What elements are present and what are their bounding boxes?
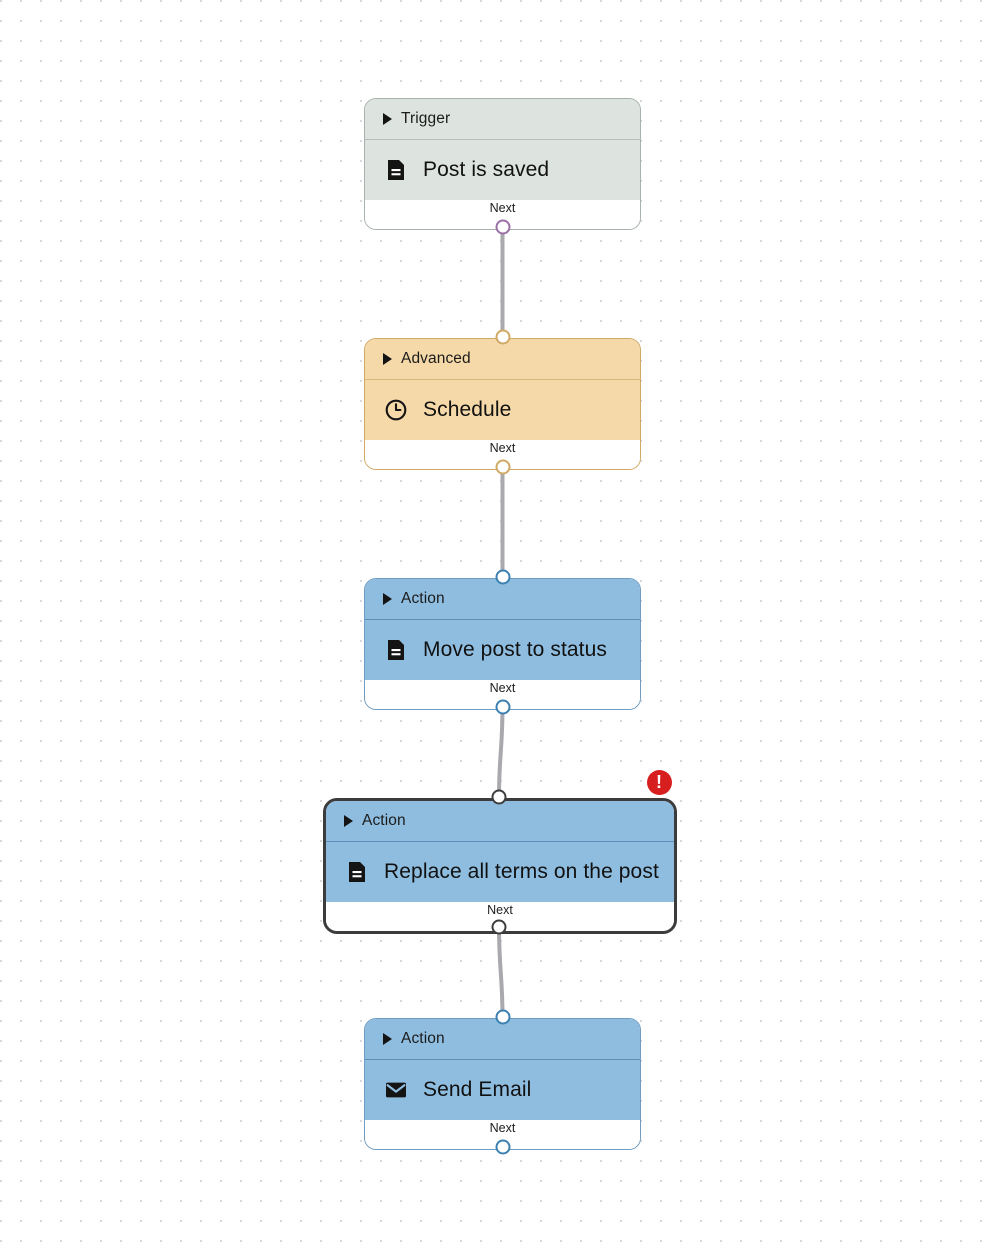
- workflow-node-replace-all-terms-on-the-post[interactable]: Action Replace all terms on the post Nex…: [323, 798, 677, 934]
- workflow-node-advanced[interactable]: Advanced Schedule Next: [364, 338, 641, 470]
- input-port-replace-all-terms[interactable]: [491, 789, 507, 805]
- error-exclamation-icon: !: [656, 771, 662, 792]
- output-port-trigger[interactable]: [495, 219, 510, 235]
- node-header[interactable]: Action: [365, 579, 640, 619]
- node-divider: [365, 379, 640, 380]
- document-icon: [383, 157, 409, 183]
- node-header[interactable]: Action: [365, 1019, 640, 1059]
- node-category-label: Action: [401, 590, 445, 607]
- output-port-send-email[interactable]: [495, 1139, 510, 1155]
- node-category-label: Advanced: [401, 350, 471, 367]
- node-title: Schedule: [423, 398, 512, 421]
- output-port-advanced[interactable]: [495, 459, 510, 475]
- clock-icon: [383, 397, 409, 423]
- workflow-node-send-email[interactable]: Action Send Email Next: [364, 1018, 641, 1150]
- expand-caret-icon[interactable]: [383, 1033, 392, 1045]
- output-port-replace-all-terms[interactable]: [491, 919, 507, 935]
- node-category-label: Action: [362, 812, 406, 829]
- node-header[interactable]: Advanced: [365, 339, 640, 379]
- edge-replace-terms-to-send-email: [497, 926, 505, 1018]
- output-port-move-post-to-status[interactable]: [495, 699, 510, 715]
- document-icon: [383, 637, 409, 663]
- workflow-node-move-post-to-status[interactable]: Action Move post to status Next: [364, 578, 641, 710]
- input-port-advanced[interactable]: [495, 329, 510, 345]
- node-divider: [326, 841, 674, 842]
- edge-move-post-to-replace-terms: [497, 706, 505, 798]
- node-divider: [365, 139, 640, 140]
- node-title: Post is saved: [423, 158, 550, 181]
- expand-caret-icon[interactable]: [383, 353, 392, 365]
- workflow-node-trigger[interactable]: Trigger Post is saved Next: [364, 98, 641, 230]
- node-body[interactable]: Replace all terms on the post: [326, 842, 674, 902]
- input-port-send-email[interactable]: [495, 1009, 510, 1025]
- next-label: Next: [489, 441, 516, 455]
- document-icon: [344, 859, 370, 885]
- node-body[interactable]: Schedule: [365, 380, 640, 440]
- node-title: Move post to status: [423, 638, 607, 661]
- next-label: Next: [489, 681, 516, 695]
- node-header[interactable]: Trigger: [365, 99, 640, 139]
- envelope-icon: [383, 1077, 409, 1103]
- node-category-label: Action: [401, 1030, 445, 1047]
- expand-caret-icon[interactable]: [383, 593, 392, 605]
- node-error-badge[interactable]: !: [646, 769, 672, 795]
- node-divider: [365, 619, 640, 620]
- expand-caret-icon[interactable]: [383, 113, 392, 125]
- node-body[interactable]: Post is saved: [365, 140, 640, 200]
- node-body[interactable]: Move post to status: [365, 620, 640, 680]
- node-header[interactable]: Action: [326, 801, 674, 841]
- node-title: Replace all terms on the post: [384, 860, 659, 883]
- next-label: Next: [489, 1121, 516, 1135]
- expand-caret-icon[interactable]: [344, 815, 353, 827]
- node-category-label: Trigger: [401, 110, 451, 127]
- node-title: Send Email: [423, 1078, 532, 1101]
- input-port-move-post-to-status[interactable]: [495, 569, 510, 585]
- node-divider: [365, 1059, 640, 1060]
- next-label: Next: [489, 201, 516, 215]
- next-label: Next: [487, 903, 513, 917]
- node-body[interactable]: Send Email: [365, 1060, 640, 1120]
